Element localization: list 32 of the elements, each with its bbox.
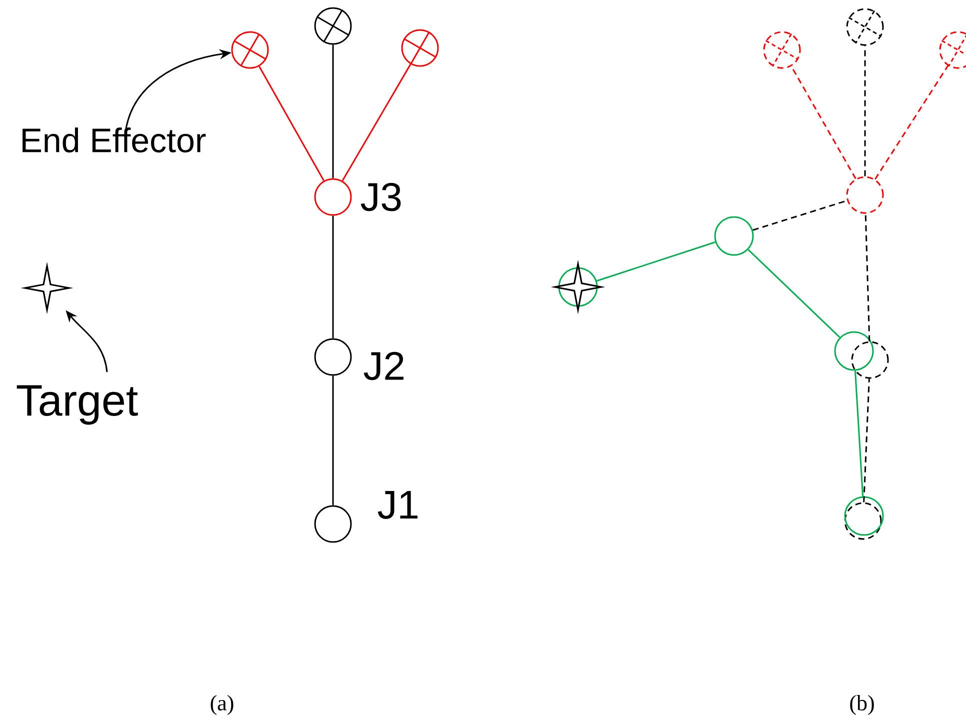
end-effector-circle <box>401 29 439 67</box>
joint-label: J2 <box>364 352 404 380</box>
panel-label: (b) <box>850 695 874 715</box>
joint-circle <box>834 331 874 371</box>
annotation-text: Target <box>16 385 138 425</box>
link-line <box>864 46 866 176</box>
joint-circle <box>846 176 884 214</box>
link-line <box>874 65 949 180</box>
annotation-text: End Effector <box>22 128 206 152</box>
end-effector-circle <box>846 8 884 46</box>
joint-circle <box>844 496 884 536</box>
link-line <box>258 66 324 182</box>
link-line <box>863 378 870 502</box>
end-effector-circle <box>231 31 269 69</box>
joint-label: J1 <box>378 491 418 519</box>
end-effector-circle <box>763 31 801 69</box>
link-line <box>854 370 864 496</box>
joint-circle <box>851 341 889 379</box>
link-line <box>342 64 412 182</box>
joint-circle <box>844 502 882 540</box>
link-line <box>596 241 716 282</box>
link-line <box>748 249 840 338</box>
joint-circle <box>714 216 754 256</box>
link-line <box>332 376 334 506</box>
end-effector-circle <box>314 7 352 45</box>
end-effector-circle <box>939 31 966 69</box>
link-line <box>332 216 334 338</box>
link-line <box>752 200 848 231</box>
link-line <box>332 44 334 178</box>
panel-label: (a) <box>210 695 234 715</box>
link-line <box>864 214 870 342</box>
joint-label: J3 <box>360 182 401 212</box>
